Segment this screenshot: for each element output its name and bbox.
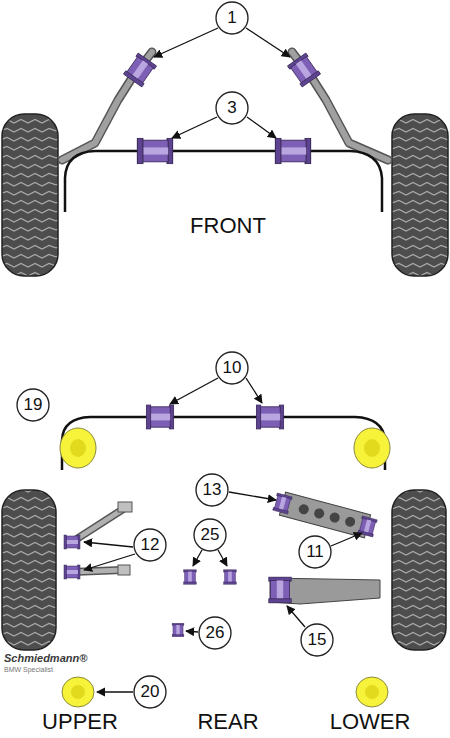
- callout-circle: 1: [215, 1, 249, 35]
- callout-circle: 15: [300, 623, 334, 657]
- bushing: [123, 53, 156, 87]
- bushing: [64, 565, 80, 579]
- bushing: [184, 570, 197, 584]
- callout-number: 15: [308, 630, 327, 650]
- trailing-plate: [272, 490, 378, 540]
- section-label: REAR: [197, 710, 258, 734]
- bushing: [137, 138, 172, 163]
- leader-line: [154, 28, 290, 138]
- tyre: [2, 490, 446, 650]
- callout-number: 11: [306, 542, 324, 562]
- callout-circle: 12: [133, 528, 167, 562]
- front-subframe: [65, 151, 382, 212]
- callout-number: 13: [203, 480, 222, 500]
- bushing: [172, 623, 184, 636]
- rear-anti-roll-bar: [62, 417, 385, 470]
- callout-number: 26: [206, 623, 225, 643]
- callout-circle: 20: [133, 675, 167, 709]
- section-label: UPPER: [42, 710, 118, 734]
- callout-circle: 3: [215, 91, 249, 125]
- callout-number: 19: [24, 395, 43, 415]
- callout-number: 25: [201, 525, 220, 545]
- callout-number: 3: [227, 98, 236, 118]
- callout-circle: 11: [298, 535, 332, 569]
- watermark: BMW Specialist: [4, 666, 53, 674]
- bushing: [224, 570, 237, 584]
- bushing: [256, 405, 283, 429]
- bushing: [146, 405, 173, 429]
- bushing: [64, 535, 80, 549]
- callout-circle: 25: [193, 518, 227, 552]
- bushing: [269, 577, 291, 603]
- callout-circle: 13: [195, 473, 229, 507]
- section-label: LOWER: [330, 710, 411, 734]
- callout-circle: 26: [198, 616, 232, 650]
- callout-circle: 10: [215, 351, 249, 385]
- callout-number: 20: [141, 682, 160, 702]
- callout-number: 1: [227, 8, 236, 28]
- front-anti-roll-bar: [62, 52, 388, 160]
- callout-number: 12: [141, 535, 160, 555]
- section-label: FRONT: [190, 214, 266, 238]
- watermark: Schmiedmann®: [4, 652, 87, 664]
- bushing: [287, 53, 320, 87]
- leader-line: [84, 378, 362, 692]
- spring-pad: [60, 428, 390, 707]
- tyre: [2, 114, 448, 276]
- callout-number: 10: [223, 358, 242, 378]
- bushing: [275, 138, 310, 163]
- callout-circle: 19: [16, 388, 50, 422]
